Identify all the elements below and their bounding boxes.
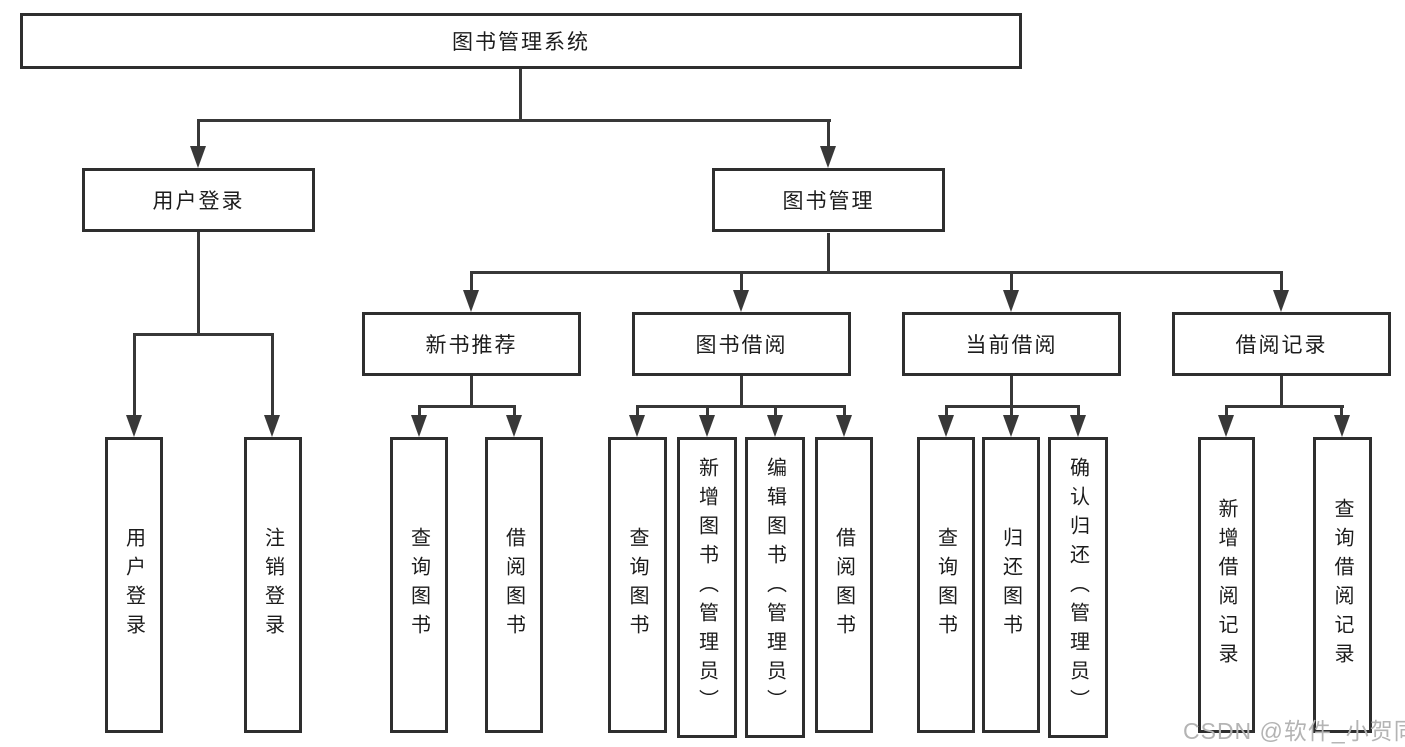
arrowhead-down-icon <box>506 415 522 437</box>
arrowhead-down-icon <box>126 415 142 437</box>
node-label: 用户登录 <box>152 190 245 213</box>
node-label: 图书借阅 <box>695 334 788 357</box>
connector-line <box>197 119 200 148</box>
node-label: 编辑图书（管理员） <box>763 457 786 718</box>
arrowhead-down-icon <box>733 290 749 312</box>
connector-line <box>470 271 1283 274</box>
leaf-query-books-recommend: 查询图书 <box>390 437 448 733</box>
leaf-borrow-books: 借阅图书 <box>815 437 873 733</box>
watermark: CSDN @软件_小贺同学 <box>1183 718 1405 744</box>
arrowhead-down-icon <box>1003 415 1019 437</box>
connector-line <box>418 405 516 408</box>
node-label: 确认归还（管理员） <box>1066 457 1089 718</box>
connector-line <box>827 119 830 148</box>
node-current-borrowing: 当前借阅 <box>902 312 1121 376</box>
node-label: 查询借阅记录 <box>1331 498 1353 672</box>
connector-line <box>774 405 777 417</box>
connector-line <box>1225 405 1344 408</box>
connector-line <box>133 333 136 417</box>
node-label: 图书管理 <box>782 190 875 213</box>
leaf-add-borrow-record: 新增借阅记录 <box>1198 437 1255 733</box>
connector-line <box>197 232 200 336</box>
node-label: 注销登录 <box>261 527 284 643</box>
arrowhead-down-icon <box>767 415 783 437</box>
node-label: 借阅记录 <box>1235 334 1328 357</box>
leaf-borrow-books-recommend: 借阅图书 <box>485 437 543 733</box>
arrowhead-down-icon <box>938 415 954 437</box>
node-library-management-system: 图书管理系统 <box>20 13 1022 69</box>
node-book-borrowing: 图书借阅 <box>632 312 851 376</box>
connector-line <box>470 271 473 292</box>
node-label: 当前借阅 <box>965 334 1058 357</box>
leaf-query-books-current: 查询图书 <box>917 437 975 733</box>
connector-line <box>513 405 516 417</box>
arrowhead-down-icon <box>1273 290 1289 312</box>
arrowhead-down-icon <box>629 415 645 437</box>
node-label: 用户登录 <box>122 527 145 643</box>
connector-line <box>519 69 522 119</box>
node-label: 新书推荐 <box>425 334 518 357</box>
connector-line <box>706 405 709 417</box>
connector-line <box>843 405 846 417</box>
connector-line <box>1010 376 1013 405</box>
connector-line <box>827 233 830 271</box>
arrowhead-down-icon <box>699 415 715 437</box>
arrowhead-down-icon <box>820 146 836 168</box>
connector-line <box>740 271 743 292</box>
connector-line <box>133 333 274 336</box>
node-label: 图书管理系统 <box>452 31 590 54</box>
leaf-query-books-borrowing: 查询图书 <box>608 437 667 733</box>
arrowhead-down-icon <box>836 415 852 437</box>
connector-line <box>470 376 473 405</box>
leaf-add-books-admin: 新增图书（管理员） <box>677 437 737 738</box>
connector-line <box>197 119 831 122</box>
arrowhead-down-icon <box>1334 415 1350 437</box>
connector-line <box>740 376 743 405</box>
connector-line <box>1010 271 1013 292</box>
arrowhead-down-icon <box>1003 290 1019 312</box>
node-borrowing-records: 借阅记录 <box>1172 312 1391 376</box>
node-book-management: 图书管理 <box>712 168 945 232</box>
connector-line <box>271 333 274 417</box>
node-label: 查询图书 <box>407 527 430 643</box>
connector-line <box>1077 405 1080 417</box>
arrowhead-down-icon <box>190 146 206 168</box>
node-label: 借阅图书 <box>832 527 855 643</box>
leaf-query-borrow-record: 查询借阅记录 <box>1313 437 1372 733</box>
connector-line <box>636 405 639 417</box>
node-label: 新增图书（管理员） <box>695 457 718 718</box>
node-label: 借阅图书 <box>502 527 525 643</box>
leaf-logout: 注销登录 <box>244 437 302 733</box>
leaf-return-books: 归还图书 <box>982 437 1040 733</box>
connector-line <box>1340 405 1343 417</box>
arrowhead-down-icon <box>411 415 427 437</box>
connector-line <box>1280 376 1283 405</box>
connector-line <box>636 405 846 408</box>
connector-line <box>418 405 421 417</box>
leaf-edit-books-admin: 编辑图书（管理员） <box>745 437 805 738</box>
node-new-book-recommend: 新书推荐 <box>362 312 581 376</box>
connector-line <box>1225 405 1228 417</box>
node-user-login: 用户登录 <box>82 168 315 232</box>
node-label: 查询图书 <box>934 527 957 643</box>
arrowhead-down-icon <box>1218 415 1234 437</box>
arrowhead-down-icon <box>264 415 280 437</box>
node-label: 新增借阅记录 <box>1215 498 1237 672</box>
leaf-confirm-return-admin: 确认归还（管理员） <box>1048 437 1108 738</box>
connector-line <box>1010 405 1013 417</box>
node-label: 查询图书 <box>626 527 648 643</box>
node-label: 归还图书 <box>999 527 1022 643</box>
arrowhead-down-icon <box>463 290 479 312</box>
leaf-user-login: 用户登录 <box>105 437 163 733</box>
connector-line <box>1280 271 1283 292</box>
connector-line <box>945 405 948 417</box>
arrowhead-down-icon <box>1070 415 1086 437</box>
